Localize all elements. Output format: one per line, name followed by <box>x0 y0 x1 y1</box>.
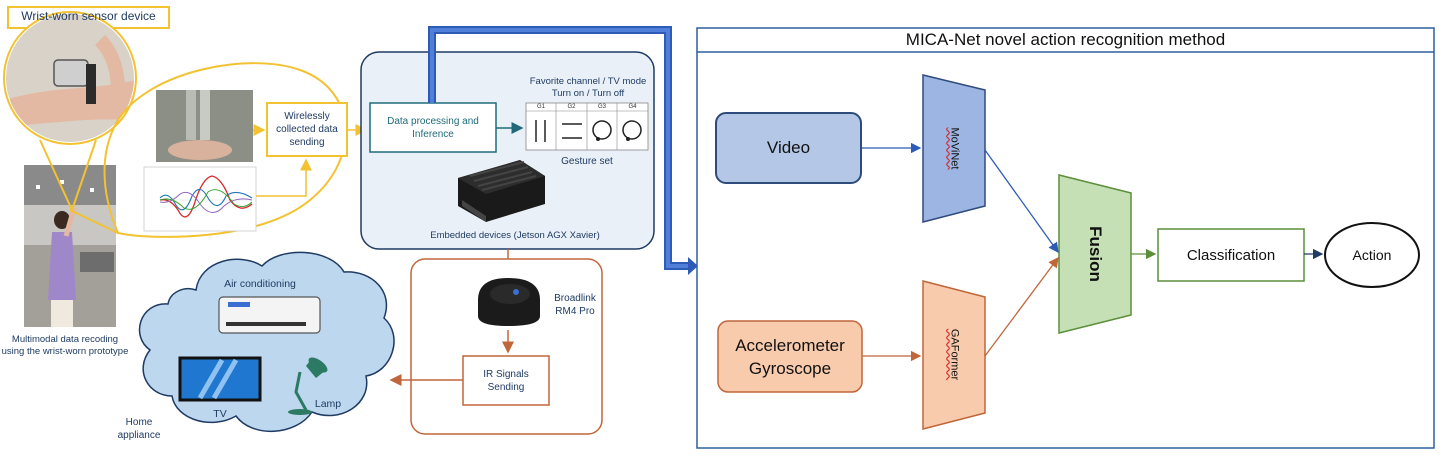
action-ellipse <box>1324 222 1420 288</box>
gaformer-label: GAFormer <box>948 328 961 381</box>
device-title: Wrist-worn sensor device <box>21 9 156 23</box>
recording-caption: Multimodal data recoding using the wrist… <box>1 334 129 357</box>
lamp-label: Lamp <box>314 398 342 410</box>
wireless-box <box>266 102 348 157</box>
gesture-header-g4: G4 <box>628 104 637 110</box>
zoom-line-c <box>69 209 119 234</box>
air-conditioning-label: Air conditioning <box>224 278 296 290</box>
classification-label: Classification <box>1186 246 1276 264</box>
zoom-line-a <box>39 139 73 211</box>
air-conditioner-icon <box>218 296 321 334</box>
ir-box <box>462 355 550 406</box>
action-label: Action <box>1352 246 1392 263</box>
video-box <box>715 112 862 184</box>
thick-arrow-head <box>688 257 698 275</box>
fusion-block <box>1058 174 1132 334</box>
tv-icon <box>178 356 262 402</box>
method-title: MICA-Net novel action recognition method <box>905 30 1226 49</box>
processing-box-label: Data processing and Inference <box>387 115 479 140</box>
broadlink-device-image <box>478 278 540 326</box>
movinet-block <box>922 74 986 223</box>
gesture-header-g2: G2 <box>567 104 576 110</box>
thick-arrow-inner <box>430 28 690 268</box>
gesture-table <box>525 102 649 151</box>
jetson-device-image <box>458 160 545 222</box>
lab-photo <box>24 165 116 327</box>
gaformer-block <box>922 280 986 430</box>
gesture-set-label: Gesture set <box>561 156 613 167</box>
gesture-header-g3: G3 <box>597 104 606 110</box>
sensor-signal-plot <box>143 166 257 232</box>
hand-gesture-photo <box>156 90 253 162</box>
classification-box <box>1157 228 1305 282</box>
sensor-label: Accelerometer Gyroscope <box>735 335 845 378</box>
zoom-line-b <box>71 139 97 211</box>
movinet-label: MoViNet <box>948 127 961 170</box>
arrow-plot-to-wireless <box>256 158 312 197</box>
gesture-header-g1: G1 <box>536 104 545 110</box>
fusion-label: Fusion <box>1086 226 1105 282</box>
wireless-box-label: Wirelessly collected data sending <box>276 111 338 148</box>
home-appliance-label: Home appliance <box>117 417 161 441</box>
gesture-caption: Favorite channel / TV mode Turn on / Tur… <box>529 76 647 99</box>
arrow-gaformer-to-fusion <box>984 256 1059 357</box>
video-label: Video <box>766 138 811 157</box>
lamp-icon <box>288 357 328 415</box>
arrow-movinet-to-fusion <box>984 149 1059 254</box>
broadlink-label: Broadlink RM4 Pro <box>554 293 596 317</box>
tv-label: TV <box>213 408 227 420</box>
ir-box-label: IR Signals Sending <box>483 368 529 393</box>
wrist-photo <box>6 14 134 142</box>
embedded-label: Embedded devices (Jetson AGX Xavier) <box>430 230 600 241</box>
